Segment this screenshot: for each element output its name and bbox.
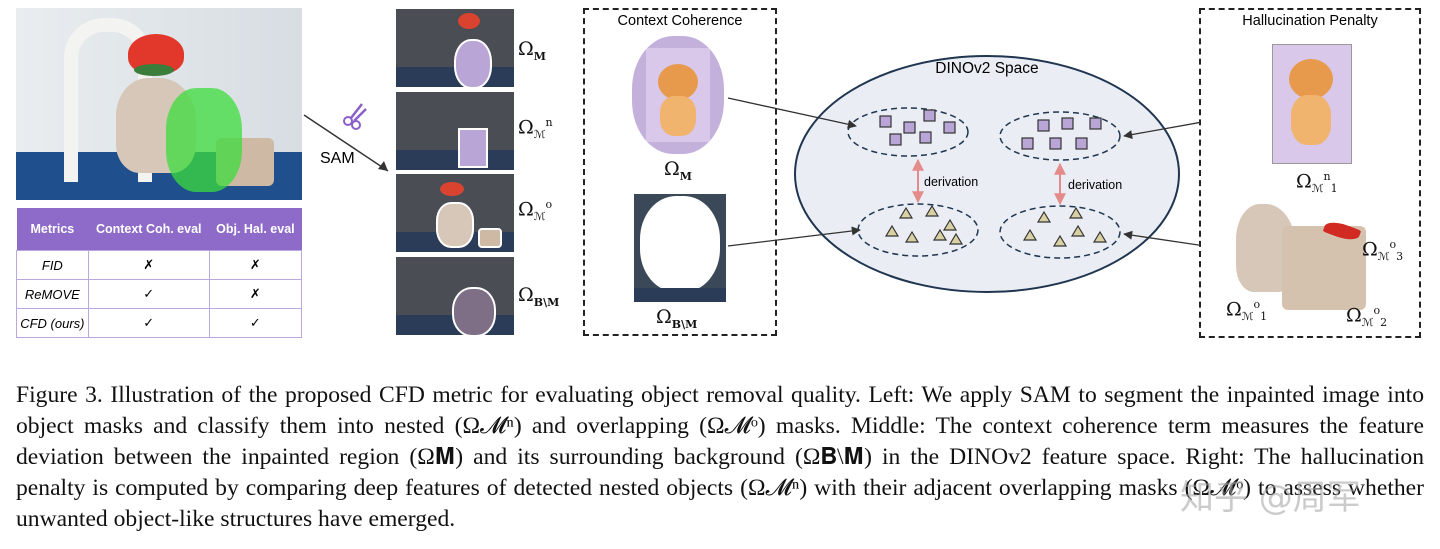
arrow-overlap-to-cluster: [1123, 230, 1200, 246]
thumb-mask-Mo: [396, 174, 514, 252]
table-row: ReMOVE ✓ ✗: [16, 279, 303, 309]
table-row: CFD (ours) ✓ ✓: [16, 308, 303, 338]
metric-cell: FID: [16, 250, 89, 280]
label-omega-M2o: Ωℳo2: [1346, 304, 1388, 330]
inpainted-photo: [16, 8, 302, 200]
cluster-ellipse: [847, 107, 969, 157]
scissors-icon: [343, 103, 367, 130]
dinov2-ellipse: [794, 55, 1180, 293]
hallucination-penalty-title: Hallucination Penalty: [1242, 13, 1378, 29]
arrow-M-to-cluster: [727, 97, 857, 129]
hal-cell: ✗: [208, 250, 303, 280]
header-metrics: Metrics: [16, 208, 89, 251]
thumb-mask-M: [396, 9, 514, 87]
green-mask-overlay: [166, 88, 242, 192]
label-omega-M: ΩM: [518, 38, 546, 63]
label-omega-M1o: Ωℳo1: [1226, 298, 1268, 324]
cluster-ellipse: [999, 205, 1121, 259]
hallucination-penalty-box: [1199, 8, 1421, 338]
figure-caption: Figure 3. Illustration of the proposed C…: [16, 380, 1424, 535]
label-omega-M3o: Ωℳo3: [1362, 238, 1404, 264]
derivation-label-right: derivation: [1068, 178, 1123, 192]
label-omega-BM-mid: ΩB\M: [656, 306, 698, 331]
caption-text: Figure 3. Illustration of the proposed C…: [16, 382, 1424, 532]
coh-cell: ✓: [87, 279, 210, 309]
watermark: 知乎 @周军: [1180, 478, 1361, 518]
table-row: FID ✗ ✗: [16, 250, 303, 280]
label-omega-Mn: Ωℳn: [518, 116, 553, 142]
derivation-label-left: derivation: [924, 175, 979, 189]
sam-arrow: [303, 103, 389, 172]
background-region-image: [634, 194, 726, 302]
context-coherence-title: Context Coherence: [617, 13, 743, 29]
metric-cell: ReMOVE: [16, 279, 89, 309]
sam-label: SAM: [320, 150, 355, 167]
metrics-table: Metrics Context Coh. eval Obj. Hal. eval…: [16, 208, 303, 338]
coh-cell: ✗: [87, 250, 210, 280]
dinov2-space-diagram: [727, 55, 1200, 293]
label-omega-M1n: Ωℳn1: [1296, 170, 1338, 196]
label-omega-BM: ΩB\M: [518, 284, 560, 309]
thumb-mask-Mn: [396, 92, 514, 170]
metric-cell: CFD (ours): [16, 308, 89, 338]
cluster-ellipse: [999, 111, 1121, 161]
label-omega-Mo: Ωℳo: [518, 198, 553, 224]
nested-object-image: [1272, 44, 1352, 164]
context-coherence-box: [583, 8, 777, 336]
coh-cell: ✓: [87, 308, 210, 338]
cat-region-image: [632, 36, 724, 154]
hal-cell: ✗: [208, 279, 303, 309]
arrow-nested-to-cluster: [1123, 121, 1200, 140]
label-omega-M-mid: ΩM: [664, 158, 692, 183]
thumb-mask-BM: [396, 257, 514, 335]
pillar-object-image: [1282, 226, 1366, 310]
header-context: Context Coh. eval: [88, 208, 210, 251]
hal-cell: ✓: [208, 308, 303, 338]
arrow-BM-to-cluster: [727, 226, 861, 247]
header-hallucination: Obj. Hal. eval: [209, 208, 302, 251]
dinov2-title: DINOv2 Space: [935, 60, 1039, 77]
